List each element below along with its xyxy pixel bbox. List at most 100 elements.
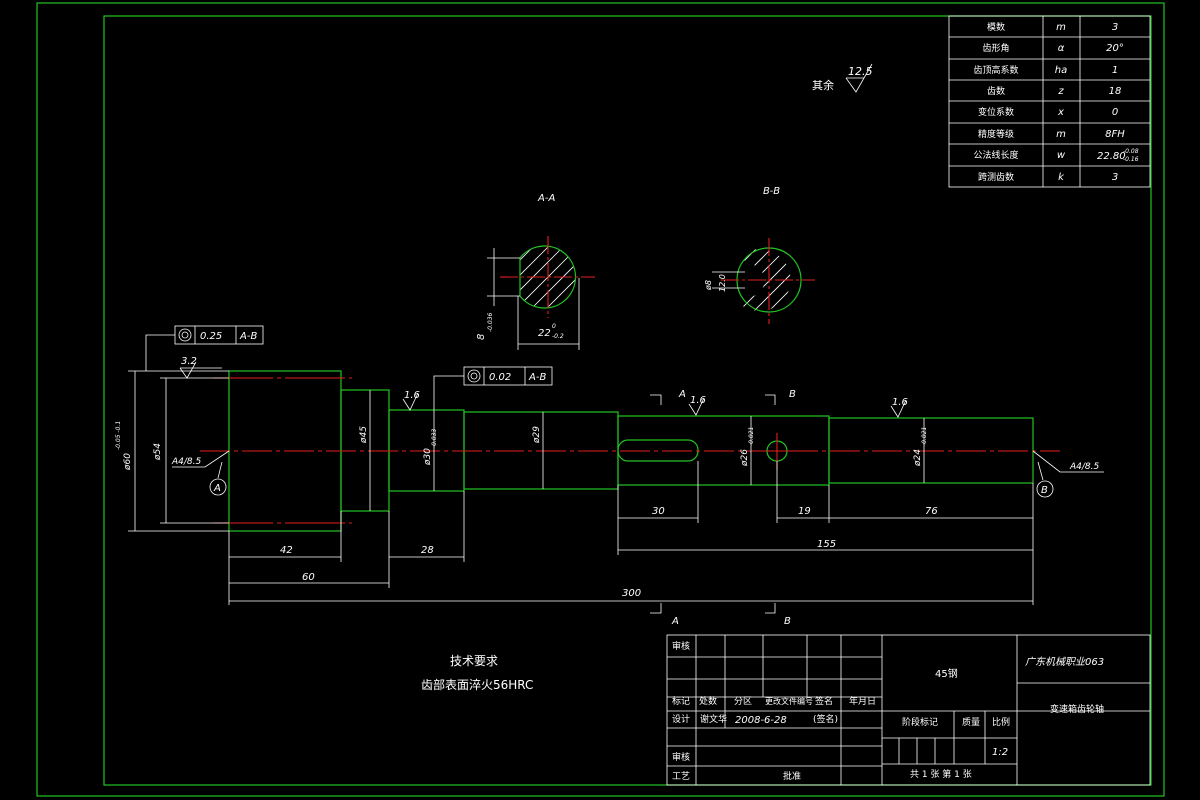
param-row: 齿数 z 18: [987, 85, 1121, 97]
tb-process-label: 工艺: [672, 771, 690, 782]
roughness-others-value: 12.5: [848, 65, 873, 78]
param-symbol: α: [1058, 43, 1065, 54]
tb-designer: 谢文华: [700, 713, 727, 725]
param-name: 齿形角: [982, 42, 1009, 54]
param-symbol: m: [1056, 129, 1066, 140]
dia-26: ø26: [740, 449, 750, 467]
dia-60: ø60: [123, 453, 133, 471]
datum-a: A: [213, 483, 221, 494]
gear-parameter-table: 模数 m 3 齿形角 α 20° 齿顶高系数 ha 1 齿数 z 18 变位系数…: [948, 15, 1151, 188]
sec-a-width-tol-upper: 0: [552, 323, 556, 330]
len-28: 28: [421, 545, 434, 556]
len-42: 42: [280, 545, 293, 556]
svg-text:3.2: 3.2: [181, 356, 197, 367]
concentricity-icon: [467, 369, 481, 383]
datum-b: B: [1041, 485, 1048, 496]
dia-24-tol: -0.021: [921, 427, 928, 446]
center-hole-left: A4/8.5 A: [171, 450, 230, 496]
param-row: 精度等级 m 8FH: [978, 128, 1125, 140]
section-a-title: A-A: [537, 193, 555, 204]
param-symbol: x: [1057, 107, 1064, 118]
section-marker: A: [671, 616, 679, 627]
tb-school: 广东机械职业063: [1025, 656, 1104, 668]
tb-design-label: 设计: [672, 713, 690, 725]
gdt-frame-concentricity-2: 0.02 A-B: [433, 366, 553, 410]
section-b-b: B-B ø8 12.0: [704, 186, 815, 324]
roughness-mark: 3.2: [179, 356, 222, 379]
tb-material: 45钢: [935, 667, 958, 680]
gdt1-tolerance: 0.25: [200, 331, 222, 342]
section-a-outline: [519, 245, 577, 309]
section-marker: A: [678, 389, 686, 400]
tb-scale: 1:2: [992, 747, 1008, 758]
svg-text:1.6: 1.6: [892, 397, 908, 408]
gdt2-reference: A-B: [528, 372, 546, 383]
dia-30: ø30: [423, 448, 433, 466]
len-76: 76: [925, 506, 938, 517]
tb-stage-label: 阶段标记: [902, 716, 938, 728]
section-a-hatch: [520, 246, 576, 308]
tb-ymd-label: 年月日: [849, 695, 876, 707]
gdt1-reference: A-B: [239, 331, 257, 342]
param-row: 模数 m 3: [987, 21, 1118, 33]
tb-sign-label: 签名: [815, 695, 833, 707]
sec-a-key-dim: 8: [476, 334, 487, 340]
tb-date: 2008-6-28: [735, 715, 787, 726]
len-60: 60: [302, 572, 315, 583]
param-name: 齿顶高系数: [973, 64, 1018, 76]
svg-text:1.6: 1.6: [690, 395, 706, 406]
len-300: 300: [622, 588, 641, 599]
param-name: 跨测齿数: [978, 171, 1014, 183]
param-symbol: z: [1057, 86, 1064, 97]
tb-review-label: 审核: [672, 640, 690, 652]
dia-45: ø45: [359, 426, 369, 444]
sec-a-key-tol: -0.036: [487, 312, 494, 332]
roughness-mark: 1.6: [688, 395, 706, 416]
tech-req-text: 齿部表面淬火56HRC: [421, 677, 533, 692]
sec-a-width-dim: 22: [538, 328, 551, 339]
len-155: 155: [817, 539, 836, 550]
param-symbol: k: [1058, 172, 1065, 183]
roughness-others-label: 其余: [812, 78, 834, 92]
outer-frame: [36, 2, 1165, 797]
roughness-symbol-icon: [688, 397, 705, 416]
tb-sheet-info: 共 1 张 第 1 张: [910, 768, 972, 780]
datum-b-marker: [1036, 480, 1054, 498]
tb-check-label: 审核: [672, 751, 690, 763]
tb-scale-label: 比例: [992, 716, 1010, 728]
w-tolerance-lower: -0.16: [1123, 156, 1139, 163]
tb-docno-label: 更改文件编号: [765, 696, 813, 706]
dia-26-tol: -0.021: [748, 427, 755, 446]
roughness-symbol-icon: [845, 63, 873, 93]
dia-29: ø29: [532, 426, 542, 444]
svg-text:1.6: 1.6: [404, 390, 420, 401]
param-name: 精度等级: [978, 128, 1014, 140]
sec-b-depth-dim: 12.0: [718, 274, 727, 292]
gdt-frame-concentricity-1: 0.25 A-B: [145, 325, 264, 371]
param-row: 齿顶高系数 ha 1: [973, 64, 1118, 76]
param-value: 22.80: [1097, 151, 1126, 162]
roughness-symbol-icon: [890, 399, 907, 418]
gdt2-tolerance: 0.02: [489, 372, 511, 383]
param-symbol: w: [1057, 150, 1066, 161]
datum-a-marker: [209, 478, 227, 496]
sec-b-hole-dim: ø8: [704, 280, 713, 291]
tb-approve-label: 批准: [783, 770, 801, 782]
roughness-mark: 1.6: [890, 397, 908, 418]
length-dimensions: 42 60 28 300 30 19 76 155: [228, 461, 1034, 605]
roughness-symbol-icon: [179, 361, 197, 379]
param-row: 跨测齿数 k 3: [978, 171, 1118, 183]
param-value: 1: [1112, 65, 1118, 76]
tb-mark-label: 标记: [672, 695, 690, 707]
section-cut-markers: A B A B: [650, 389, 796, 627]
param-value: 0: [1112, 107, 1118, 118]
center-hole-label: A4/8.5: [171, 457, 202, 467]
section-a-a: A-A 8 -0.036 22 0 -0.2: [476, 193, 595, 350]
param-row: 齿形角 α 20°: [982, 42, 1123, 54]
param-symbol: ha: [1055, 65, 1067, 76]
inner-frame: [103, 15, 1152, 786]
param-row: 变位系数 x 0: [978, 106, 1118, 118]
param-value: 3: [1112, 172, 1118, 183]
param-row: 公法线长度 w 22.80 -0.08 -0.16: [973, 148, 1138, 163]
